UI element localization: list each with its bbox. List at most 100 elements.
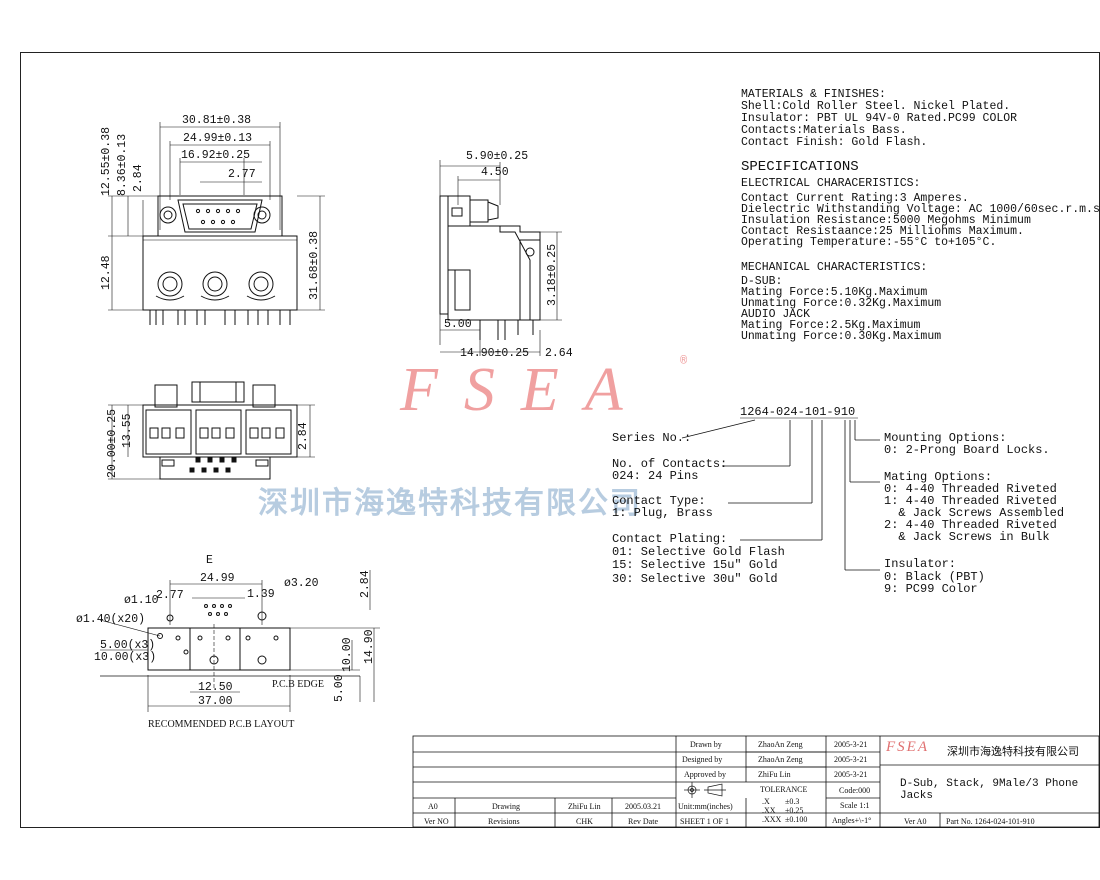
title-block-grid <box>412 735 1100 828</box>
pcb-layout-caption: RECOMMENDED P.C.B LAYOUT <box>148 719 295 730</box>
electrical-line: Contact Resistaance:25 Milliohms Maximum… <box>741 225 1024 238</box>
tolerance-xxx-value: ±0.100 <box>785 815 808 824</box>
contact-type-label: Contact Type: <box>612 494 706 508</box>
dimension-label: 2.84 <box>359 570 372 598</box>
materials-line: Contact Finish: Gold Flash. <box>741 136 928 149</box>
header-rev-date: Rev Date <box>628 817 658 826</box>
mounting-label: Mounting Options: <box>884 431 1007 445</box>
watermark-company: 深圳市海逸特科技有限公司 <box>258 486 642 521</box>
part-number-label: Part No. 1264-024-101-910 <box>946 817 1035 826</box>
dimension-label: 14.90±0.25 <box>460 347 530 360</box>
insulator-option: 0: Black (PBT) <box>884 570 985 584</box>
version-label: Ver A0 <box>904 817 927 826</box>
mating-option: & Jack Screws in Bulk <box>884 530 1050 544</box>
dimension-label: 16.92±0.25 <box>181 149 251 162</box>
series-label: Series No.: <box>612 431 692 445</box>
dimension-label: 2.77 <box>156 589 184 602</box>
approved-by-label: Approved by <box>684 770 726 779</box>
materials-line: Contacts:Materials Bass. <box>741 124 907 137</box>
materials-line: Insulator: PBT UL 94V-0 Rated.PC99 COLOR <box>741 112 1018 125</box>
dimension-label: 5.00(x3) <box>100 639 156 652</box>
mechanical-line: Mating Force:2.5Kg.Maximum <box>741 319 921 332</box>
dimension-label: 20.00±0.25 <box>106 408 119 478</box>
title-block-company: 深圳市海逸特科技有限公司 <box>947 745 1079 758</box>
mating-option: 0: 4-40 Threaded Riveted <box>884 482 1057 496</box>
designed-date: 2005-3-21 <box>834 755 868 764</box>
pcb-layout <box>99 570 380 712</box>
contacts-option: 024: 24 Pins <box>612 469 699 483</box>
dimension-label: 2.77 <box>228 168 256 181</box>
insulator-option: 9: PC99 Color <box>884 582 978 596</box>
dimension-label: 8.36±0.13 <box>116 133 129 196</box>
dimension-label: 31.68±0.38 <box>308 230 321 300</box>
dimension-label: E <box>206 554 213 567</box>
mounting-option: 0: 2-Prong Board Locks. <box>884 443 1050 457</box>
dimension-label: 4.50 <box>481 166 509 179</box>
mechanical-line: Unmating Force:0.30Kg.Maximum <box>741 330 942 343</box>
revision-ver: A0 <box>428 802 438 811</box>
revision-desc: Drawing <box>492 802 520 811</box>
materials-line: Shell:Cold Roller Steel. Nickel Plated. <box>741 100 1011 113</box>
dimension-label: 24.99±0.13 <box>183 132 253 145</box>
contact-plating-label: Contact Plating: <box>612 532 728 546</box>
dimension-label: ø3.20 <box>284 577 319 590</box>
approved-by-name: ZhiFu Lin <box>758 770 791 779</box>
designed-by-name: ZhaoAn Zeng <box>758 755 803 764</box>
contact-plating-option: 15: Selective 15u" Gold <box>612 558 778 572</box>
title-block-logo: FSEA <box>886 739 929 755</box>
dimension-label: 37.00 <box>198 695 233 708</box>
part-breakdown-leaders <box>681 417 880 571</box>
sheet-label: SHEET 1 OF 1 <box>680 817 729 826</box>
tolerance-label: TOLERANCE <box>760 785 808 794</box>
dimension-label: 5.00 <box>444 318 472 331</box>
mechanical-line: AUDIO JACK <box>741 308 811 321</box>
pcb-edge-label: P.C.B EDGE <box>272 679 324 690</box>
dimension-label: 13.55 <box>121 413 134 448</box>
code-label: Code:000 <box>839 786 871 795</box>
dimension-label: ø1.10 <box>124 594 159 607</box>
revision-date: 2005.03.21 <box>625 802 661 811</box>
mating-option: 1: 4-40 Threaded Riveted <box>884 494 1057 508</box>
header-ver-no: Ver NO <box>424 817 449 826</box>
tolerance-xxx: .XXX <box>762 815 782 824</box>
dimension-label: 2.84 <box>297 422 310 450</box>
dimension-label: 2.84 <box>132 164 145 192</box>
dimension-label: 2.64 <box>545 347 573 360</box>
contact-plating-option: 30: Selective 30u" Gold <box>612 572 778 586</box>
tolerance-x: .X <box>762 797 770 806</box>
dimension-label: 10.00 <box>341 637 354 672</box>
watermark-registered-mark: ® <box>680 354 688 368</box>
header-revisions: Revisions <box>488 817 520 826</box>
revision-chk: ZhiFu Lin <box>568 802 601 811</box>
approved-date: 2005-3-21 <box>834 770 868 779</box>
contact-plating-option: 01: Selective Gold Flash <box>612 545 785 559</box>
electrical-line: Operating Temperature:-55°C to+105°C. <box>741 236 997 249</box>
mating-option: 2: 4-40 Threaded Riveted <box>884 518 1057 532</box>
contacts-label: No. of Contacts: <box>612 457 728 471</box>
part-number-code: 1264-024-101-910 <box>740 405 856 419</box>
front-view <box>108 122 325 325</box>
drawn-by-name: ZhaoAn Zeng <box>758 740 803 749</box>
dimension-label: 3.18±0.25 <box>546 243 559 306</box>
mating-label: Mating Options: <box>884 470 993 484</box>
materials-heading: MATERIALS & FINISHES: <box>741 88 886 101</box>
drawn-by-label: Drawn by <box>690 740 722 749</box>
electrical-line: Dielectric Withstanding Voltage: AC 1000… <box>741 203 1100 216</box>
dimension-label: 14.90 <box>363 629 376 664</box>
contact-type-option: 1: Plug, Brass <box>612 506 713 520</box>
top-view <box>108 381 315 480</box>
drawn-date: 2005-3-21 <box>834 740 868 749</box>
dimension-label: 30.81±0.38 <box>182 114 252 127</box>
designed-by-label: Designed by <box>682 755 723 764</box>
mechanical-heading: MECHANICAL CHARACTERISTICS: <box>741 261 928 274</box>
mechanical-line: D-SUB: <box>741 275 783 288</box>
specifications-heading: SPECIFICATIONS <box>741 159 859 175</box>
watermark-logo: FSEA <box>400 356 649 424</box>
header-chk: CHK <box>576 817 593 826</box>
mating-option: & Jack Screws Assembled <box>884 506 1065 520</box>
mechanical-line: Unmating Force:0.32Kg.Maximum <box>741 297 942 310</box>
units-label: Unit:mm(inches) <box>678 802 733 811</box>
tolerance-x-value: ±0.3 <box>785 797 800 806</box>
dimension-label: 1.39 <box>247 588 275 601</box>
